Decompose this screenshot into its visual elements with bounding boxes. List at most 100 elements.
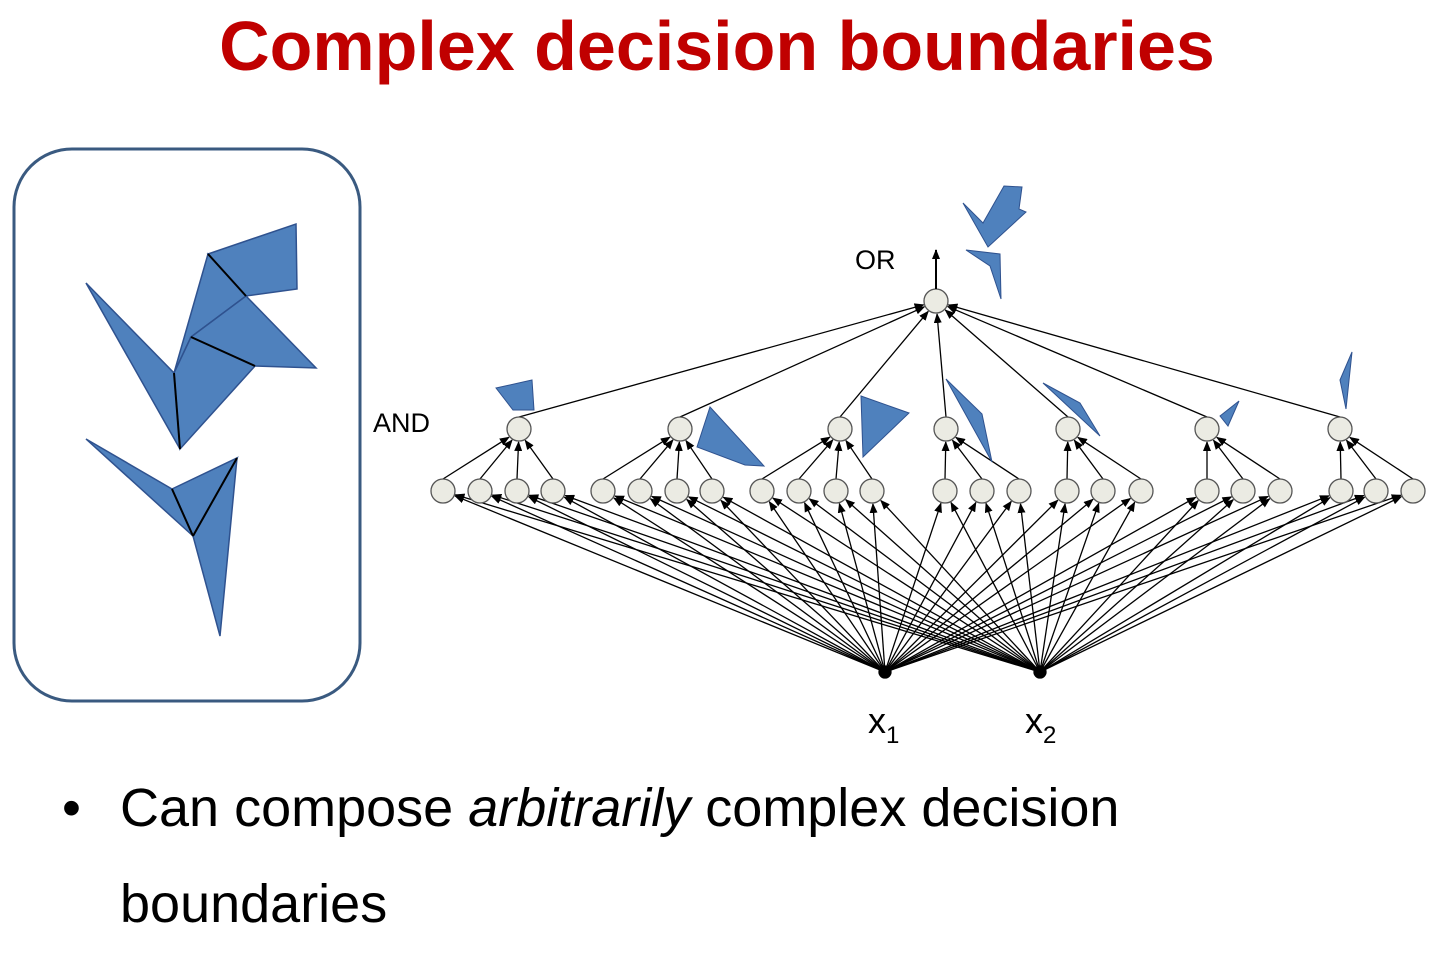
edge-input-2-to-hidden <box>880 499 1041 673</box>
bullet-text: Can compose arbitrarily complex decision… <box>120 760 1360 952</box>
edge-input-2-to-hidden <box>564 494 1041 673</box>
and-region-shape-5 <box>1042 382 1101 437</box>
edge-hidden-to-and <box>1073 439 1104 480</box>
edge-input-1-to-hidden <box>884 501 977 673</box>
edge-input-1-to-hidden <box>563 496 886 673</box>
hidden-unit <box>664 478 690 504</box>
hidden-unit <box>786 478 812 504</box>
edge-input-1-to-hidden <box>869 502 886 673</box>
edge-hidden-to-and <box>674 440 683 480</box>
edge-hidden-to-and <box>1336 440 1345 480</box>
edge-and-to-or <box>679 306 926 418</box>
edge-input-1-to-hidden <box>490 495 886 673</box>
edge-input-1-to-hidden <box>884 499 1059 673</box>
edge-input-1-to-hidden <box>454 495 886 673</box>
input-node-x1 <box>878 665 892 679</box>
and-unit-7 <box>1327 416 1353 442</box>
input-x1-sub: 1 <box>886 722 899 749</box>
slide-title: Complex decision boundaries <box>219 7 1215 85</box>
unit-region-shapes <box>495 185 1353 467</box>
hidden-unit <box>590 478 616 504</box>
edge-input-1-to-hidden <box>837 502 886 673</box>
edge-hidden-to-and <box>442 436 510 480</box>
edge-hidden-to-and <box>798 439 834 480</box>
and-region-shape-4 <box>945 378 993 463</box>
input-x2-sub: 2 <box>1043 722 1056 749</box>
input-label-x1: x1 <box>868 700 899 749</box>
edge-and-to-or <box>947 303 1341 418</box>
edge-input-1-to-hidden <box>884 494 1402 673</box>
hidden-unit <box>1128 478 1154 504</box>
hidden-unit <box>1328 478 1354 504</box>
hidden-unit <box>969 478 995 504</box>
edge-hidden-to-and <box>479 439 513 480</box>
and-label: AND <box>373 408 430 438</box>
edge-input-1-to-hidden <box>768 500 886 673</box>
input-x1-name: x <box>868 700 886 741</box>
hidden-unit <box>540 478 566 504</box>
edge-hidden-to-and <box>955 436 1020 480</box>
edge-input-1-to-hidden <box>884 495 1330 673</box>
bullet-text-emphasis: arbitrarily <box>468 778 691 838</box>
and-region-shape-2 <box>696 406 766 467</box>
edge-hidden-to-and <box>761 436 831 480</box>
region-edges <box>171 253 256 537</box>
and-region-shape-6 <box>1219 400 1240 427</box>
and-region-shape-1 <box>495 379 535 411</box>
edge-hidden-to-and <box>1345 439 1377 480</box>
network-edges <box>442 303 1414 673</box>
or-unit <box>923 288 949 314</box>
hidden-unit <box>932 478 958 504</box>
edge-input-2-to-hidden <box>950 501 1041 673</box>
hidden-unit <box>1194 478 1220 504</box>
hidden-unit <box>467 478 493 504</box>
edge-input-1-to-hidden <box>613 497 886 673</box>
bullet-dot: • <box>62 778 81 838</box>
network-nodes <box>430 288 1426 679</box>
and-unit-3 <box>827 416 853 442</box>
edge-input-1-to-hidden <box>884 497 1132 673</box>
or-region-shape <box>962 185 1027 248</box>
edge-input-2-to-hidden <box>984 502 1041 673</box>
and-region-shape-3 <box>860 395 910 459</box>
hidden-unit <box>859 478 885 504</box>
and-unit-5 <box>1055 416 1081 442</box>
edge-hidden-to-and <box>845 439 873 480</box>
hidden-unit <box>1054 478 1080 504</box>
edge-hidden-to-and <box>685 439 713 480</box>
edge-input-2-to-hidden <box>808 498 1041 673</box>
input-node-x2 <box>1033 665 1047 679</box>
edge-hidden-to-and <box>1063 440 1072 480</box>
and-unit-2 <box>667 416 693 442</box>
or-region-shape-lower <box>965 249 1002 300</box>
edge-and-to-or <box>839 310 929 418</box>
edge-hidden-to-and <box>524 439 554 480</box>
edge-input-2-to-hidden <box>1039 501 1136 673</box>
edge-input-1-to-hidden <box>884 502 942 673</box>
and-unit-1 <box>506 416 532 442</box>
and-unit-6 <box>1194 416 1220 442</box>
edge-and-to-or <box>518 303 925 418</box>
edge-input-1-to-hidden <box>884 494 1365 673</box>
edge-input-1-to-hidden <box>884 496 1197 673</box>
hidden-unit <box>430 478 456 504</box>
edge-and-to-or <box>946 305 1208 418</box>
edge-and-to-or <box>933 312 947 418</box>
edge-input-1-to-hidden <box>884 495 1270 673</box>
edge-input-1-to-hidden <box>803 501 886 673</box>
edge-input-2-to-hidden <box>1017 502 1041 673</box>
edge-input-2-to-hidden <box>1039 498 1271 673</box>
edge-hidden-to-and <box>941 440 950 480</box>
edge-input-2-to-hidden <box>1039 496 1403 673</box>
edge-input-2-to-hidden <box>772 497 1041 673</box>
input-x2-name: x <box>1025 700 1043 741</box>
edge-hidden-to-and <box>514 440 523 480</box>
edge-input-1-to-hidden <box>686 498 886 673</box>
edge-hidden-to-and <box>951 439 983 480</box>
edge-and-to-or <box>944 309 1069 418</box>
edge-hidden-to-and <box>834 440 843 480</box>
edge-input-2-to-hidden <box>687 496 1041 673</box>
edge-input-1-to-hidden <box>649 498 886 673</box>
and-region-shape-7 <box>1339 351 1353 410</box>
